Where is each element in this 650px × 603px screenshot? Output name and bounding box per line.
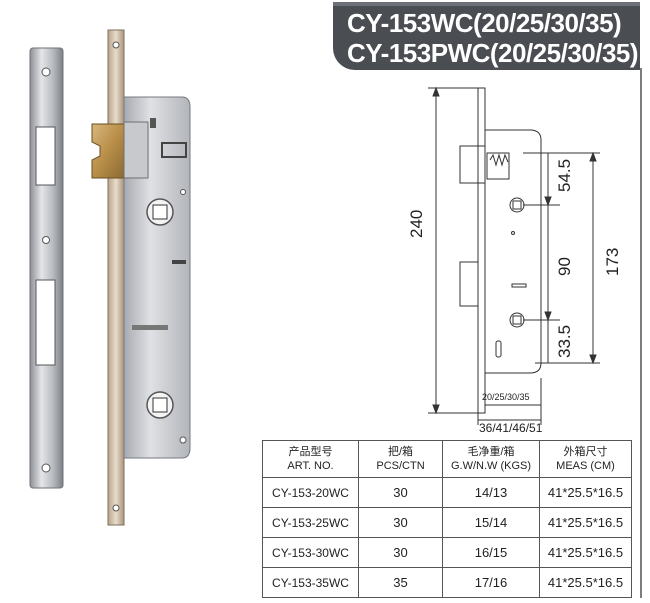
cell-pcs: 30: [358, 537, 443, 568]
dim-middle-90: 90: [555, 257, 574, 276]
cell-meas: 41*25.5*16.5: [539, 477, 632, 508]
cell-art-no: CY-153-25WC: [262, 507, 359, 538]
cell-pcs: 30: [358, 507, 443, 538]
cell-weight: 16/15: [442, 537, 540, 568]
lock-case: [123, 96, 191, 459]
title-banner: CY-153WC(20/25/30/35) CY-153PWC(20/25/30…: [333, 2, 640, 70]
cell-weight: 17/16: [442, 567, 540, 598]
cell-art-no: CY-153-35WC: [262, 567, 359, 598]
lock-faceplate: [107, 29, 125, 526]
table-row: CY-153-25WC 30 15/14 41*25.5*16.5: [262, 507, 632, 538]
cell-meas: 41*25.5*16.5: [539, 567, 632, 598]
model-title-line-2: CY-153PWC(20/25/30/35): [347, 38, 639, 68]
dim-width: 36/41/46/51: [479, 421, 543, 435]
table-row: CY-153-30WC 30 16/15 41*25.5*16.5: [262, 537, 632, 568]
cell-pcs: 30: [358, 477, 443, 508]
dim-lower-33-5: 33.5: [555, 324, 574, 358]
dim-backset: 20/25/30/35: [482, 392, 530, 402]
page-frame: [628, 68, 642, 598]
cell-art-no: CY-153-20WC: [262, 477, 359, 508]
cell-pcs: 35: [358, 567, 443, 598]
brass-latch-bolt: [91, 121, 149, 179]
model-title-line-1: CY-153WC(20/25/30/35): [347, 8, 622, 38]
cell-meas: 41*25.5*16.5: [539, 537, 632, 568]
cell-meas: 41*25.5*16.5: [539, 507, 632, 538]
table-row: CY-153-35WC 35 17/16 41*25.5*16.5: [262, 567, 632, 598]
dim-overall-173: 173: [603, 247, 622, 276]
dim-upper-54-5: 54.5: [555, 158, 574, 192]
cell-art-no: CY-153-30WC: [262, 537, 359, 568]
strike-plate: [29, 47, 64, 489]
lock-product-photo: [29, 29, 191, 526]
cell-weight: 15/14: [442, 507, 540, 538]
dim-total-240: 240: [407, 209, 426, 238]
table-row: CY-153-20WC 30 14/13 41*25.5*16.5: [262, 477, 632, 508]
cell-weight: 14/13: [442, 477, 540, 508]
